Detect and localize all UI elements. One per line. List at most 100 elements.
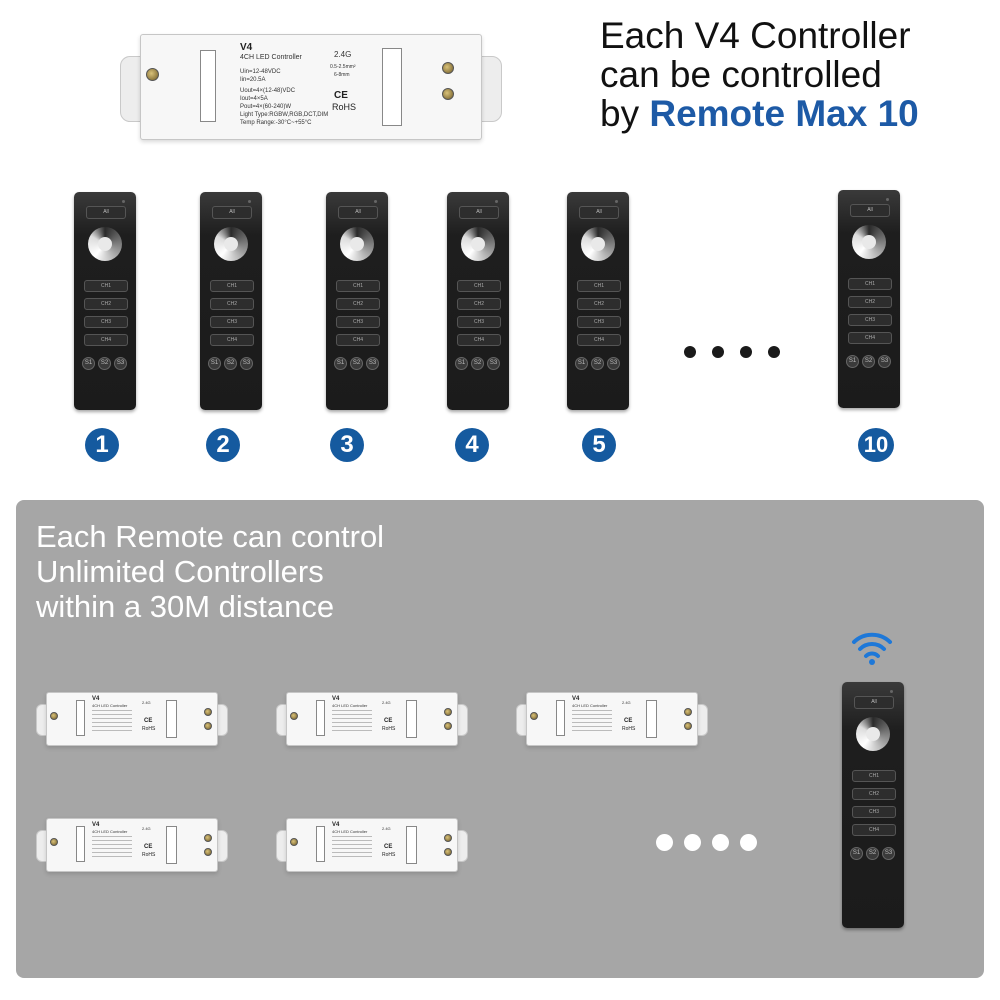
all-button[interactable]: All <box>338 206 378 219</box>
rohs-mark: RoHS <box>142 852 156 858</box>
color-wheel[interactable] <box>88 227 122 261</box>
channel-button-4[interactable]: CH4 <box>84 334 128 346</box>
scene-button-1[interactable]: S1 <box>846 355 859 368</box>
remote-number-badge: 4 <box>455 428 489 462</box>
channel-button-1[interactable]: CH1 <box>336 280 380 292</box>
screw-icon <box>50 712 58 720</box>
channel-button-4[interactable]: CH4 <box>457 334 501 346</box>
controller-subtitle: 4CH LED Controller <box>92 703 128 708</box>
indicator-led <box>374 200 377 203</box>
controller-specs: Uin=12-48VDC Iin=20.5A Uout=4×(12-48)VDC… <box>240 68 328 127</box>
scene-button-2[interactable]: S2 <box>471 357 484 370</box>
channel-button-3[interactable]: CH3 <box>577 316 621 328</box>
color-wheel[interactable] <box>852 225 886 259</box>
scene-button-2[interactable]: S2 <box>350 357 363 370</box>
controller-model: V4 <box>240 42 253 53</box>
color-wheel[interactable] <box>214 227 248 261</box>
channel-button-4[interactable]: CH4 <box>210 334 254 346</box>
channel-button-4[interactable]: CH4 <box>848 332 892 344</box>
terminal-block-right <box>166 826 177 864</box>
controller-subtitle: 4CH LED Controller <box>92 829 128 834</box>
controller-subtitle: 4CH LED Controller <box>572 703 608 708</box>
spec-temp: Temp Range:-30°C~+55°C <box>240 120 312 126</box>
spec-lines <box>92 836 132 858</box>
scene-button-2[interactable]: S2 <box>224 357 237 370</box>
all-button[interactable]: All <box>579 206 619 219</box>
channel-button-2[interactable]: CH2 <box>848 296 892 308</box>
channel-button-3[interactable]: CH3 <box>852 806 896 818</box>
scene-button-2[interactable]: S2 <box>862 355 875 368</box>
controller-band: 2.4G <box>382 700 391 705</box>
screw-icon <box>444 834 452 842</box>
scene-button-3[interactable]: S3 <box>882 847 895 860</box>
terminal-block-left <box>76 700 85 736</box>
channel-button-2[interactable]: CH2 <box>336 298 380 310</box>
all-button[interactable]: All <box>86 206 126 219</box>
channel-button-1[interactable]: CH1 <box>457 280 501 292</box>
channel-button-1[interactable]: CH1 <box>210 280 254 292</box>
terminal-block-left <box>556 700 565 736</box>
all-button[interactable]: All <box>850 204 890 217</box>
scene-button-1[interactable]: S1 <box>850 847 863 860</box>
channel-button-2[interactable]: CH2 <box>852 788 896 800</box>
rohs-mark: RoHS <box>382 852 396 858</box>
scene-button-1[interactable]: S1 <box>82 357 95 370</box>
channel-button-3[interactable]: CH3 <box>848 314 892 326</box>
channel-button-2[interactable]: CH2 <box>457 298 501 310</box>
screw-icon <box>204 834 212 842</box>
color-wheel[interactable] <box>340 227 374 261</box>
panel-line-2: Unlimited Controllers <box>36 554 324 589</box>
channel-button-1[interactable]: CH1 <box>84 280 128 292</box>
spec-lines <box>332 710 372 732</box>
channel-button-2[interactable]: CH2 <box>577 298 621 310</box>
scene-button-3[interactable]: S3 <box>366 357 379 370</box>
screw-icon <box>530 712 538 720</box>
channel-button-3[interactable]: CH3 <box>457 316 501 328</box>
channel-button-3[interactable]: CH3 <box>84 316 128 328</box>
spec-light-type: Light Type:RGBW,RGB,DCT,DIM <box>240 112 329 118</box>
scene-button-1[interactable]: S1 <box>334 357 347 370</box>
color-wheel[interactable] <box>581 227 615 261</box>
channel-button-1[interactable]: CH1 <box>852 770 896 782</box>
remote-number-badge: 5 <box>582 428 616 462</box>
terminal-block-left <box>200 50 216 122</box>
all-button[interactable]: All <box>854 696 894 709</box>
screw-icon <box>50 838 58 846</box>
channel-button-3[interactable]: CH3 <box>336 316 380 328</box>
scene-button-3[interactable]: S3 <box>878 355 891 368</box>
all-button[interactable]: All <box>212 206 252 219</box>
scene-button-2[interactable]: S2 <box>98 357 111 370</box>
headline-line-2: can be controlled <box>600 54 882 95</box>
scene-button-3[interactable]: S3 <box>607 357 620 370</box>
controller-subtitle: 4CH LED Controller <box>332 829 368 834</box>
spec-iout: Iout=4×5A <box>240 96 268 102</box>
screw-icon <box>442 62 454 74</box>
channel-button-4[interactable]: CH4 <box>336 334 380 346</box>
scene-button-1[interactable]: S1 <box>208 357 221 370</box>
color-wheel[interactable] <box>461 227 495 261</box>
channel-button-2[interactable]: CH2 <box>84 298 128 310</box>
channel-button-4[interactable]: CH4 <box>852 824 896 836</box>
rohs-mark: RoHS <box>382 726 396 732</box>
screw-icon <box>444 722 452 730</box>
scene-button-3[interactable]: S3 <box>487 357 500 370</box>
scene-button-2[interactable]: S2 <box>591 357 604 370</box>
scene-button-2[interactable]: S2 <box>866 847 879 860</box>
scene-button-1[interactable]: S1 <box>575 357 588 370</box>
color-wheel[interactable] <box>856 717 890 751</box>
all-button[interactable]: All <box>459 206 499 219</box>
channel-button-3[interactable]: CH3 <box>210 316 254 328</box>
rohs-mark: RoHS <box>332 102 357 112</box>
channel-button-1[interactable]: CH1 <box>848 278 892 290</box>
panel-line-3: within a 30M distance <box>36 589 335 624</box>
scene-button-3[interactable]: S3 <box>114 357 127 370</box>
channel-button-4[interactable]: CH4 <box>577 334 621 346</box>
channel-button-2[interactable]: CH2 <box>210 298 254 310</box>
scene-button-1[interactable]: S1 <box>455 357 468 370</box>
channel-button-1[interactable]: CH1 <box>577 280 621 292</box>
scene-button-3[interactable]: S3 <box>240 357 253 370</box>
